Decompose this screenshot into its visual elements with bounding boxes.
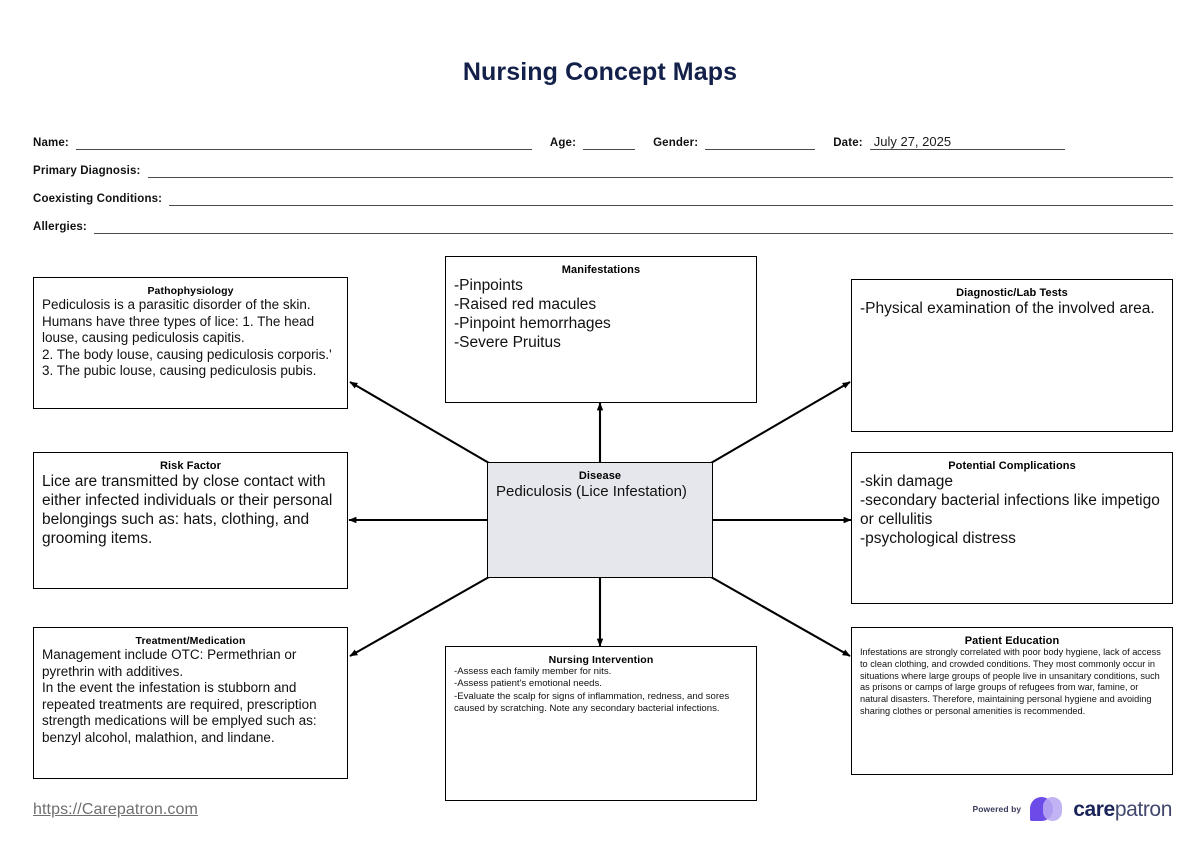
node-disease-title: Disease (578, 470, 622, 482)
node-pathophysiology[interactable]: Pathophysiology Pediculosis is a parasit… (33, 277, 348, 409)
primary-diagnosis-label: Primary Diagnosis: (33, 165, 141, 177)
carepatron-url-link[interactable]: https://Carepatron.com (33, 801, 198, 818)
node-manifestations-body: -Pinpoints -Raised red macules -Pinpoint… (454, 277, 611, 351)
node-treatment-medication-body: Management include OTC: Permethrian or p… (42, 647, 317, 745)
node-disease-body: Pediculosis (Lice Infestation) (496, 483, 687, 500)
node-patient-education-title: Patient Education (964, 635, 1060, 647)
coexisting-conditions-label: Coexisting Conditions: (33, 193, 163, 205)
coexisting-conditions-input[interactable] (169, 191, 1173, 206)
node-diagnostic-lab-tests-title: Diagnostic/Lab Tests (956, 287, 1068, 299)
node-treatment-medication-title: Treatment/Medication (135, 635, 246, 647)
node-nursing-intervention-body: -Assess each family member for nits. -As… (454, 666, 730, 715)
age-input[interactable] (583, 135, 636, 150)
node-potential-complications[interactable]: Potential Complications -skin damage -se… (851, 452, 1173, 604)
allergies-label: Allergies: (33, 221, 87, 233)
node-pathophysiology-title: Pathophysiology (147, 285, 234, 297)
date-input[interactable]: July 27, 2025 (869, 134, 1065, 150)
node-diagnostic-lab-tests-body: -Physical examination of the involved ar… (860, 300, 1155, 317)
form-row-identity: Name: Age: Gender: Date: July 27, 2025 (33, 122, 1173, 150)
link-center-to-patient-education (710, 576, 851, 657)
node-potential-complications-title: Potential Complications (948, 460, 1076, 472)
carepatron-wordmark: carepatron (1073, 799, 1172, 820)
primary-diagnosis-input[interactable] (147, 163, 1173, 178)
node-risk-factor-title: Risk Factor (159, 460, 221, 472)
node-treatment-medication[interactable]: Treatment/Medication Management include … (33, 627, 348, 779)
node-patient-education[interactable]: Patient Education Infestations are stron… (851, 627, 1173, 775)
date-label: Date: (833, 137, 863, 149)
logo-blob-secondary (1043, 797, 1063, 821)
page-title: Nursing Concept Maps (462, 58, 738, 86)
age-label: Age: (549, 137, 577, 149)
gender-input[interactable] (705, 135, 816, 150)
name-input[interactable] (75, 135, 532, 150)
node-risk-factor[interactable]: Risk Factor Lice are transmitted by clos… (33, 452, 348, 589)
wordmark-care: care (1073, 797, 1115, 821)
name-label: Name: (33, 137, 69, 149)
node-potential-complications-body: -skin damage -secondary bacterial infect… (860, 473, 1160, 547)
powered-by-label: Powered by (972, 804, 1022, 814)
node-manifestations[interactable]: Manifestations -Pinpoints -Raised red ma… (445, 256, 757, 403)
carepatron-logo-icon (1030, 796, 1064, 822)
allergies-input[interactable] (93, 219, 1173, 234)
link-center-to-treatment-medication (349, 576, 490, 657)
node-manifestations-title: Manifestations (561, 264, 641, 276)
node-risk-factor-body: Lice are transmitted by close contact wi… (42, 473, 333, 547)
node-disease-center[interactable]: Disease Pediculosis (Lice Infestation) (487, 462, 713, 578)
form-row-allergies: Allergies: (33, 206, 1173, 234)
wordmark-patron: patron (1114, 797, 1173, 821)
carepatron-brand: Powered by carepatron (972, 796, 1172, 822)
node-patient-education-body: Infestations are strongly correlated wit… (860, 647, 1161, 716)
form-row-primary-diagnosis: Primary Diagnosis: (33, 150, 1173, 178)
date-value: July 27, 2025 (873, 134, 952, 149)
node-nursing-intervention-title: Nursing Intervention (548, 654, 654, 666)
node-nursing-intervention[interactable]: Nursing Intervention -Assess each family… (445, 646, 757, 801)
form-row-coexisting-conditions: Coexisting Conditions: (33, 178, 1173, 206)
patient-header-form: Name: Age: Gender: Date: July 27, 2025 P… (33, 122, 1173, 234)
gender-label: Gender: (653, 137, 699, 149)
node-pathophysiology-body: Pediculosis is a parasitic disorder of t… (42, 297, 332, 378)
node-diagnostic-lab-tests[interactable]: Diagnostic/Lab Tests -Physical examinati… (851, 279, 1173, 432)
